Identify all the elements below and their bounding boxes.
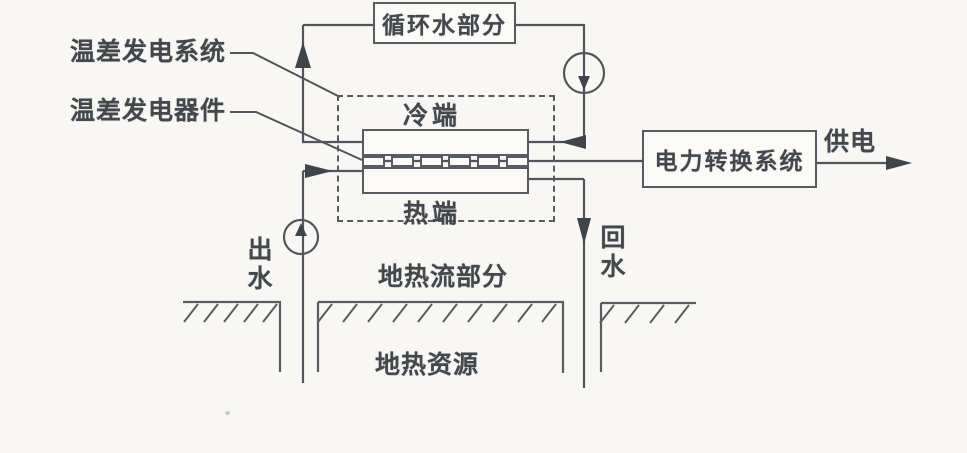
teg-element [362,155,385,167]
into-cold-end-arrow [560,135,586,149]
scan-speck [225,411,230,415]
pump-symbols [282,51,606,256]
power-conversion-box: 电力转换系统 [642,130,817,188]
return-water-label: 回水 [597,224,625,282]
outflow-pump-arrow [295,223,307,236]
teg-element [448,155,472,167]
cold-end-label: 冷端 [402,102,461,130]
teg-element [505,155,529,167]
teg-element [477,155,501,167]
ground-hatching [183,303,690,324]
cold-end-plate [362,129,529,156]
circulation-pump-icon [562,51,606,95]
return-down-arrow [577,218,591,244]
circulating-water-label: 循环水部分 [382,12,507,38]
into-hot-end-arrow [305,164,333,178]
geothermal-flow-label: 地热流部分 [377,263,508,291]
outflow-water-label: 出水 [244,236,272,294]
outflow-pump-icon [282,218,320,256]
circulation-pump-arrow [578,76,590,90]
power-conversion-label: 电力转换系统 [654,148,805,174]
teg-element-strip [362,155,529,167]
circulating-water-box: 循环水部分 [373,2,516,44]
ground-surface [183,300,696,373]
geothermal-resource-label: 地热资源 [374,351,479,379]
up-flow-arrow [295,42,311,68]
teg-element [390,155,414,167]
power-supply-arrow [886,156,912,170]
flow-arrows [295,42,912,244]
hot-end-plate [362,167,529,194]
teg-system-callout: 温差发电系统 [70,38,227,66]
teg-device-callout: 温差发电器件 [70,97,227,125]
hot-end-label: 热端 [402,200,461,228]
power-supply-label: 供电 [824,128,877,156]
teg-system-dashed-boundary [337,95,555,222]
teg-element [419,155,443,167]
leader-lines [230,52,363,161]
